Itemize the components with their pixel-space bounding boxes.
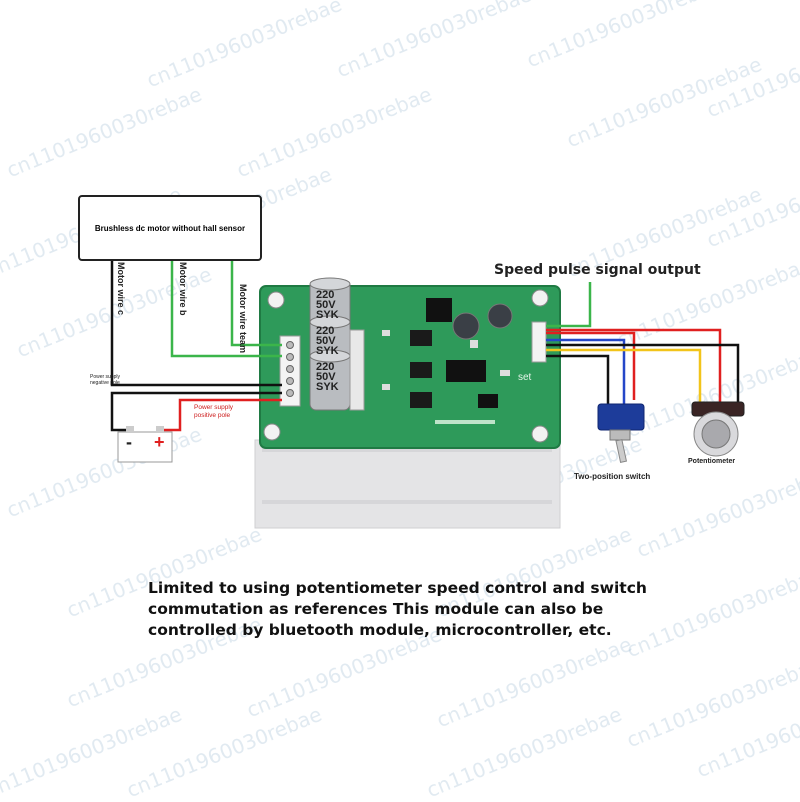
wire-pot-black <box>546 343 740 402</box>
chip <box>478 394 498 408</box>
battery-terminal-negative <box>126 426 134 432</box>
wire-c <box>110 257 282 387</box>
controller-ic <box>446 360 486 382</box>
caption: Limited to using potentiometer speed con… <box>148 578 668 641</box>
chip <box>410 392 432 408</box>
wire-pot-red <box>546 328 722 402</box>
caption-line-1: Limited to using potentiometer speed con… <box>148 579 647 597</box>
mount-hole <box>263 423 281 441</box>
wire-b <box>170 257 282 358</box>
chip <box>410 330 432 346</box>
header-right <box>531 321 547 363</box>
smd-part <box>382 384 390 390</box>
board-silkscreen <box>435 420 495 424</box>
smd-part <box>470 340 478 348</box>
power-negative-label: Power supply negative pole <box>90 374 121 386</box>
battery <box>117 431 173 463</box>
battery-minus-sign: - <box>126 432 132 452</box>
wire-yellow <box>546 348 702 402</box>
wire-a <box>230 257 282 347</box>
two-position-switch <box>597 403 645 463</box>
wire-switch-red <box>546 331 636 400</box>
wire-b-label: Motor wire b <box>178 262 188 316</box>
power-positive-label: Power supply positive pole <box>194 404 234 419</box>
smd-part <box>382 330 390 336</box>
wire-positive <box>162 398 282 432</box>
switch-label: Two-position switch <box>574 472 651 481</box>
capacitor-small <box>452 312 480 340</box>
motor-box-label: Brushless dc motor without hall sensor <box>94 223 246 233</box>
battery-terminal-positive <box>156 426 164 432</box>
motor-box: Brushless dc motor without hall sensor <box>78 195 262 261</box>
potentiometer <box>691 401 745 457</box>
wire-blue <box>546 338 626 406</box>
heatsink <box>254 439 561 529</box>
mount-hole <box>267 291 285 309</box>
potentiometer-label: Potentiometer <box>688 458 736 465</box>
capacitor-small <box>487 303 513 329</box>
battery-plus-sign: + <box>154 432 165 452</box>
smd-part <box>500 370 510 376</box>
white-connector <box>349 329 365 411</box>
wire-c-label: Motor wire c <box>116 262 126 316</box>
wire-negative <box>110 391 282 432</box>
mount-hole <box>531 289 549 307</box>
caption-line-3: controlled by bluetooth module, microcon… <box>148 621 612 639</box>
wire-black <box>546 354 610 406</box>
capacitor-3 <box>309 349 351 411</box>
signal-wires <box>546 282 740 406</box>
caption-line-2: commutation as references This module ca… <box>148 600 604 618</box>
speed-output-label: Speed pulse signal output <box>494 262 701 278</box>
chip <box>410 362 432 378</box>
board-set-label: set <box>518 372 532 383</box>
heatsink-fin <box>262 500 552 504</box>
terminal-pins-left <box>286 341 294 397</box>
mosfet-top <box>426 298 452 322</box>
wire-a-label: Motor wire team <box>238 284 248 354</box>
wire-speed-output <box>546 282 592 328</box>
mount-hole <box>531 425 549 443</box>
motor-wires <box>110 257 282 387</box>
